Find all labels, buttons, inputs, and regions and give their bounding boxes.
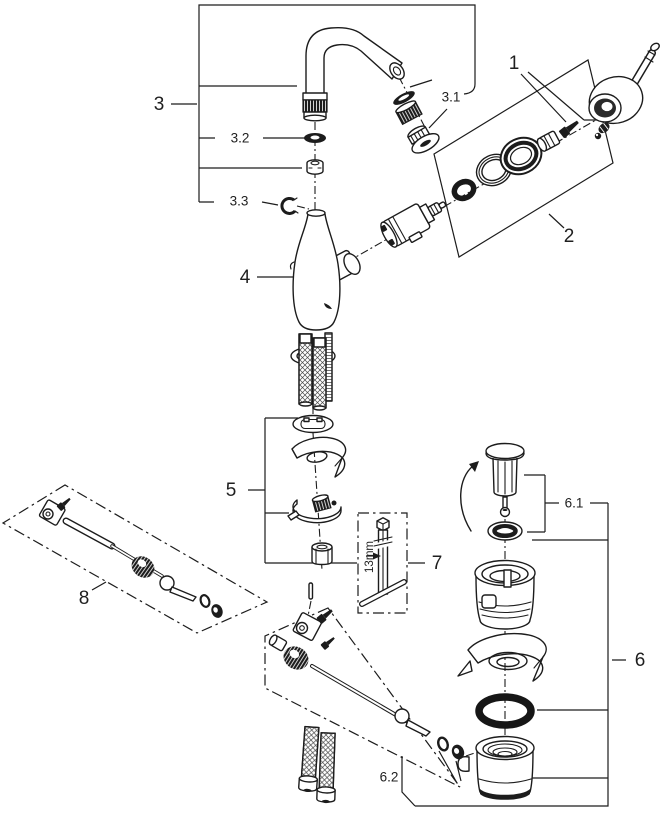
bracket-62	[401, 750, 462, 807]
tool-size-label: 13mm	[364, 541, 376, 573]
callout-3-label: 3	[154, 94, 165, 115]
spout-retainer	[306, 159, 324, 175]
bracket-6	[415, 502, 626, 807]
drain-o-ring	[475, 693, 535, 729]
plug-seal-ring	[487, 521, 523, 541]
drain-wedge-gasket	[457, 632, 547, 682]
callout-7-label: 7	[432, 553, 443, 574]
bracket-31	[409, 79, 448, 129]
callout-6-1-label: 6.1	[565, 496, 584, 511]
popup-plug	[460, 442, 525, 532]
bracket-61	[524, 474, 559, 533]
faucet-body	[289, 209, 361, 331]
spout-o-ring-32	[304, 133, 326, 143]
aerator-spray-head	[407, 125, 440, 154]
popup-rod-8	[38, 497, 197, 602]
supply-hose-ends	[298, 725, 336, 804]
callout-line-2	[548, 213, 565, 229]
callout-3-2-label: 3.2	[231, 131, 250, 146]
cartridge	[380, 201, 447, 248]
hex-nut	[311, 542, 333, 566]
callout-4-label: 4	[240, 267, 251, 288]
rod-o-ring-62	[437, 736, 449, 752]
clamp-plate	[287, 494, 342, 524]
base-gasket	[292, 414, 334, 434]
drain-flange-body	[474, 559, 536, 630]
mounting-shank-and-hoses	[290, 332, 336, 411]
spout	[302, 26, 405, 122]
callout-labels: 1 2 3 3.1 3.2 3.3 4 5 6 6.1 6.2 7 8 13mm	[79, 53, 646, 785]
callout-6-label: 6	[635, 650, 646, 671]
handle-plug	[594, 122, 610, 140]
callout-lines-1	[520, 71, 598, 123]
anti-rotation-wedge	[291, 436, 347, 478]
callout-1-label: 1	[509, 53, 520, 74]
aerator-o-ring	[393, 91, 415, 105]
popup-rod-62	[268, 582, 431, 737]
callout-6-2-label: 6.2	[380, 770, 399, 785]
callout-5-label: 5	[226, 480, 237, 501]
handle	[588, 42, 660, 125]
handle-set-screw	[558, 120, 579, 138]
rod-o-ring-8	[199, 594, 211, 608]
rod-washer-62	[451, 744, 465, 760]
snap-clip-33	[280, 196, 299, 215]
drain-lower-body	[457, 735, 535, 800]
callout-8-label: 8	[79, 588, 90, 609]
bracket-3	[171, 4, 476, 206]
callout-3-3-label: 3.3	[230, 194, 249, 209]
rod-washer-8	[211, 604, 223, 618]
callout-2-label: 2	[564, 226, 575, 247]
callout-line-8	[91, 581, 107, 591]
socket-tool	[359, 517, 407, 607]
dome-cap-ring	[499, 136, 543, 176]
tool-box-outline	[357, 512, 408, 614]
aerator-mousseur	[395, 100, 423, 126]
cartridge-o-ring	[451, 178, 477, 202]
adapter-sleeve	[536, 130, 561, 152]
group8-outline	[1, 484, 269, 634]
bracket-5	[248, 417, 357, 564]
callout-3-1-label: 3.1	[442, 90, 461, 105]
